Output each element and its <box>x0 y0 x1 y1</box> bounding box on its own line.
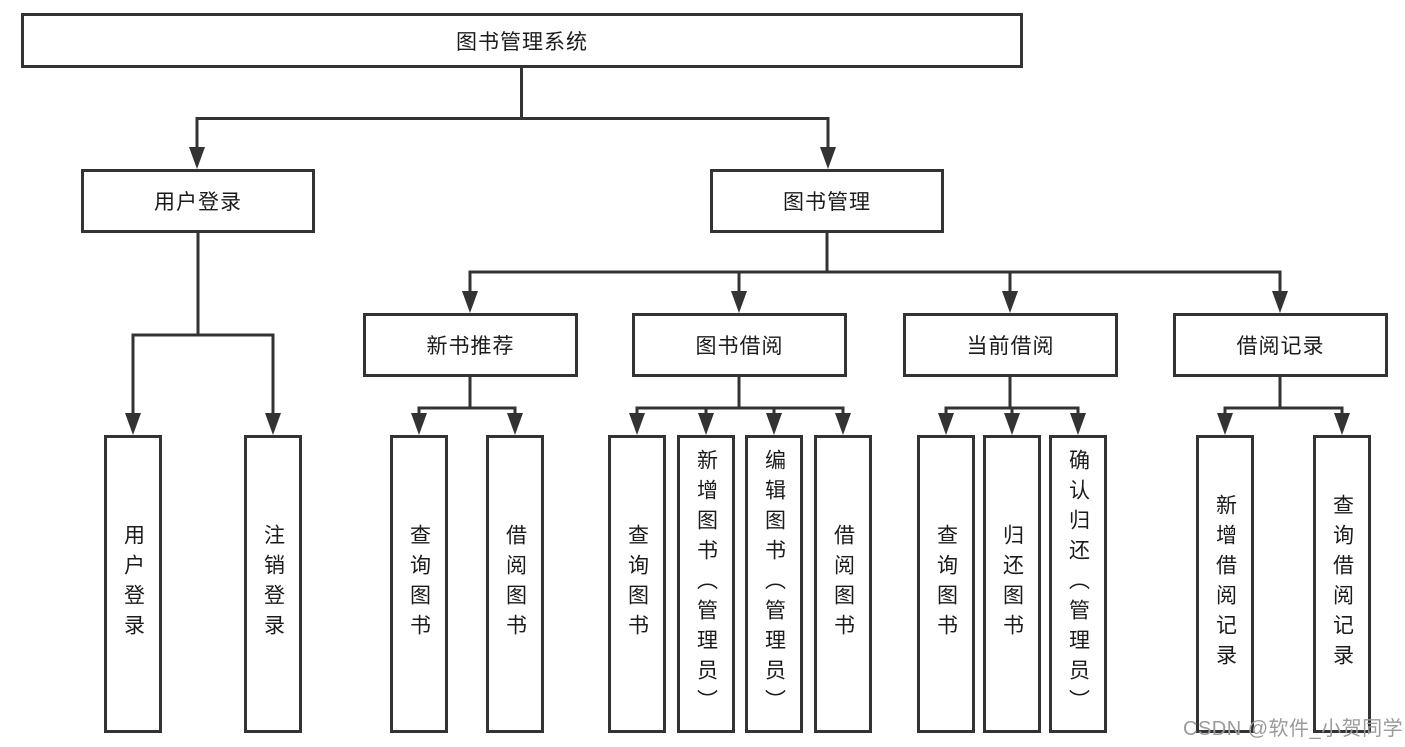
node-root-system: 图书管理系统 <box>21 13 1023 68</box>
node-new-book-recommend: 新书推荐 <box>363 313 578 377</box>
connector-new-book-recommend-children <box>411 377 523 435</box>
node-borrowing-records: 借阅记录 <box>1173 313 1388 377</box>
leaf-label: 归还图书 <box>1000 524 1024 644</box>
leaf-query-books-recommend: 查询图书 <box>390 435 448 733</box>
node-label: 图书管理系统 <box>456 30 588 54</box>
leaf-add-books-admin: 新增图书（管理员） <box>677 435 735 733</box>
connector-user-login-branch <box>125 233 281 435</box>
node-label: 当前借阅 <box>966 335 1055 358</box>
leaf-user-login: 用户登录 <box>104 435 162 733</box>
node-book-management: 图书管理 <box>710 169 944 233</box>
connector-borrowing-records-children <box>1217 377 1350 435</box>
leaf-label: 编辑图书（管理员） <box>762 449 786 719</box>
leaf-label: 查询图书 <box>934 524 958 644</box>
leaf-label: 借阅图书 <box>503 524 527 644</box>
leaf-return-books: 归还图书 <box>983 435 1041 733</box>
node-label: 新书推荐 <box>426 335 515 358</box>
connector-current-borrowing-children <box>938 377 1086 435</box>
leaf-label: 注销登录 <box>261 524 285 644</box>
connector-book-management-branch <box>462 233 1288 313</box>
connector-root-to-level2 <box>189 68 836 169</box>
node-current-borrowing: 当前借阅 <box>903 313 1118 377</box>
leaf-query-books-borrowing: 查询图书 <box>608 435 666 733</box>
leaf-label: 查询图书 <box>407 524 431 644</box>
leaf-label: 借阅图书 <box>831 524 855 644</box>
leaf-label: 查询图书 <box>625 524 649 644</box>
node-label: 借阅记录 <box>1236 335 1325 358</box>
leaf-query-borrow-record: 查询借阅记录 <box>1313 435 1371 733</box>
connector-book-borrowing-children <box>629 377 851 435</box>
node-book-borrowing: 图书借阅 <box>632 313 847 377</box>
leaf-label: 新增借阅记录 <box>1213 494 1237 674</box>
node-label: 图书管理 <box>783 191 871 214</box>
leaf-label: 用户登录 <box>121 524 145 644</box>
leaf-confirm-return-admin: 确认归还（管理员） <box>1049 435 1107 733</box>
leaf-borrow-books-borrowing: 借阅图书 <box>814 435 872 733</box>
leaf-add-borrow-record: 新增借阅记录 <box>1196 435 1254 733</box>
node-label: 用户登录 <box>154 191 242 214</box>
leaf-label: 查询借阅记录 <box>1330 494 1354 674</box>
leaf-label: 新增图书（管理员） <box>694 449 718 719</box>
leaf-label: 确认归还（管理员） <box>1066 449 1090 719</box>
node-user-login: 用户登录 <box>81 169 315 233</box>
leaf-logout-login: 注销登录 <box>244 435 302 733</box>
csdn-watermark: CSDN @软件_小贺同学 <box>1183 718 1404 740</box>
leaf-borrow-books-recommend: 借阅图书 <box>486 435 544 733</box>
leaf-query-books-current: 查询图书 <box>917 435 975 733</box>
node-label: 图书借阅 <box>695 335 784 358</box>
leaf-edit-books-admin: 编辑图书（管理员） <box>745 435 803 733</box>
